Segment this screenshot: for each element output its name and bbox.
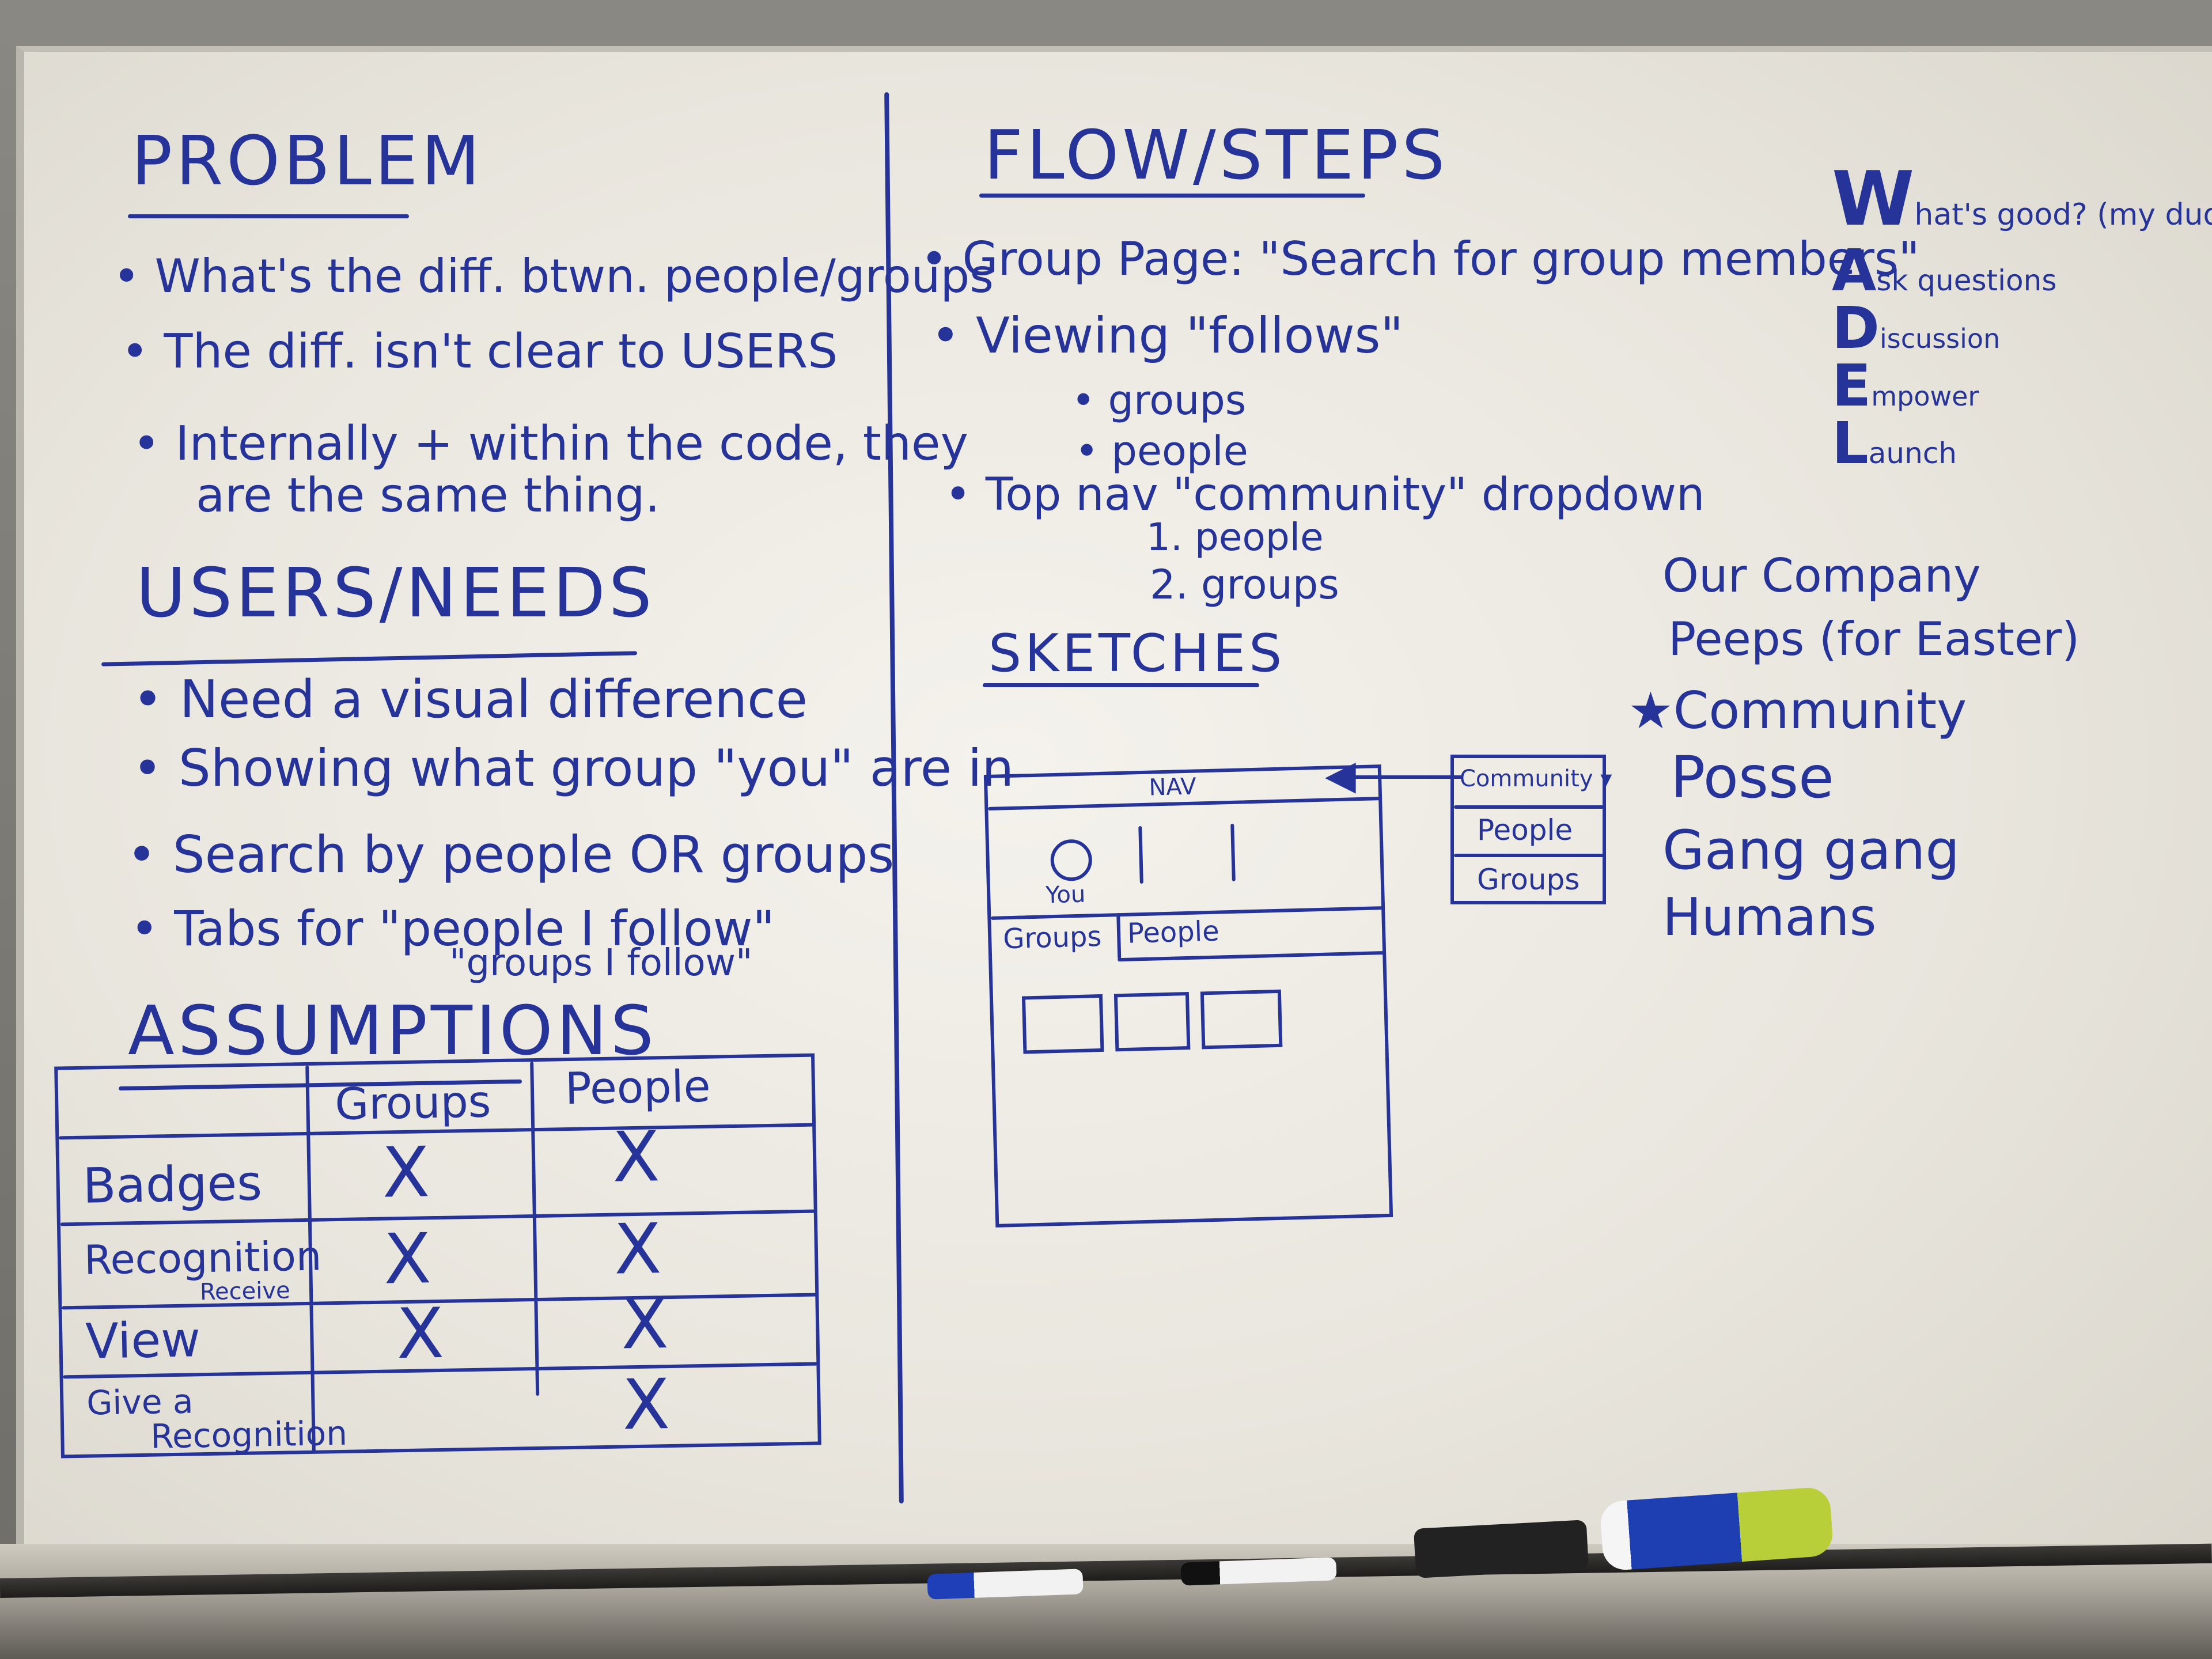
blue-marker [927,1569,1084,1600]
flow-line-7: 2. groups [1150,561,1339,608]
problem-underline [128,214,409,218]
problem-bullet-2: • The diff. isn't clear to USERS [121,324,838,379]
person-card-icon [1113,991,1191,1052]
x-mark: X [620,1284,669,1365]
wadel-list: What's good? (my dudes) Ask questions Di… [1832,155,2212,472]
problem-heading: PROBLEM [131,121,484,200]
needs-bullet-4: • Tabs for "people I follow" [130,900,775,957]
dropdown-groups: Groups [1477,863,1580,896]
problem-bullet-3-cont: are the same thing. [196,468,660,523]
needs-bullet-1: • Need a visual difference [132,669,808,730]
needs-bullet-2: • Showing what group "you" are in [132,738,1014,798]
wadel-l: Launch [1832,410,1957,477]
dropdown-sketch: Community ▾ People Groups [1450,755,1612,904]
col-header-groups: Groups [334,1075,492,1130]
row-label-give: Give a [86,1381,194,1423]
users-needs-heading: USERS/NEEDS [136,553,656,632]
row-label-recognition: Recognition [84,1232,322,1284]
wireframe-sketch: NAV You Groups People [983,764,1393,1228]
name-idea-2: Peeps (for Easter) [1668,612,2080,666]
sketches-underline [983,683,1259,687]
flow-line-1: • Group Page: "Search for group members" [921,232,1920,286]
table-col-line [530,1062,540,1396]
wadel-d: Discussion [1832,294,2001,362]
assumptions-heading: ASSUMPTIONS [128,991,657,1070]
wadel-e: Empower [1832,352,1979,419]
col-header-people: People [565,1060,711,1115]
flow-heading: FLOW/STEPS [984,115,1449,195]
wireframe-tab-line [1118,951,1384,962]
problem-bullet-3: • Internally + within the code, they [132,416,969,471]
row-label-badges: Badges [82,1154,263,1214]
dropdown-community: Community ▾ [1460,766,1612,792]
name-idea-6: Humans [1662,887,1877,948]
sketches-heading: SKETCHES [988,623,1286,684]
wireframe-tab-people: People [1127,915,1220,950]
assumptions-table: Groups People Badges Recognition Receive… [54,1053,821,1459]
person-card-icon [1021,994,1104,1054]
dropdown-people: People [1477,813,1573,847]
name-idea-3: ★Community [1628,681,1967,740]
flow-line-4: • people [1075,427,1248,475]
name-idea-5: Gang gang [1662,819,1960,882]
person-card-icon [1200,989,1283,1050]
x-mark: X [622,1365,671,1446]
x-mark: X [396,1293,445,1375]
dropdown-line [1454,805,1604,809]
x-mark: X [611,1117,661,1198]
wireframe-tab-divider [1116,913,1122,960]
x-mark: X [382,1219,432,1300]
x-mark: X [381,1132,430,1214]
wireframe-you-label: You [1045,881,1086,909]
avatar-icon [1050,839,1093,882]
flow-line-6: 1. people [1146,515,1324,559]
eraser [1413,1520,1589,1578]
name-idea-1: Our Company [1662,549,1981,603]
row-label-view: View [85,1311,201,1370]
flow-line-5: • Top nav "community" dropdown [945,469,1705,521]
wadel-a: Ask questions [1832,237,2057,304]
wireframe-tab-groups: Groups [1002,920,1103,956]
problem-bullet-1: • What's the diff. btwn. people/groups [113,249,994,303]
row-sub-recognition: Recognition [150,1413,348,1456]
row-sub-receive: Receive [199,1277,291,1306]
x-mark: X [613,1209,662,1290]
wireframe-stat-line [1230,823,1236,881]
wireframe-nav-label: NAV [1148,773,1197,801]
arrow-head-icon: ◀ [1325,751,1356,798]
dropdown-line [1454,854,1604,857]
flow-line-2: • Viewing "follows" [931,307,1404,365]
flow-underline [979,194,1365,198]
wadel-w: What's good? (my dudes) [1832,155,2212,243]
name-idea-4: Posse [1671,744,1834,811]
needs-bullet-4-cont: "groups I follow" [449,942,753,984]
needs-bullet-3: • Search by people OR groups [127,825,895,884]
whiteboard [16,46,2212,1624]
arrow-line [1342,775,1463,779]
wireframe-stat-line [1138,826,1143,884]
flow-line-3: • groups [1071,377,1247,424]
